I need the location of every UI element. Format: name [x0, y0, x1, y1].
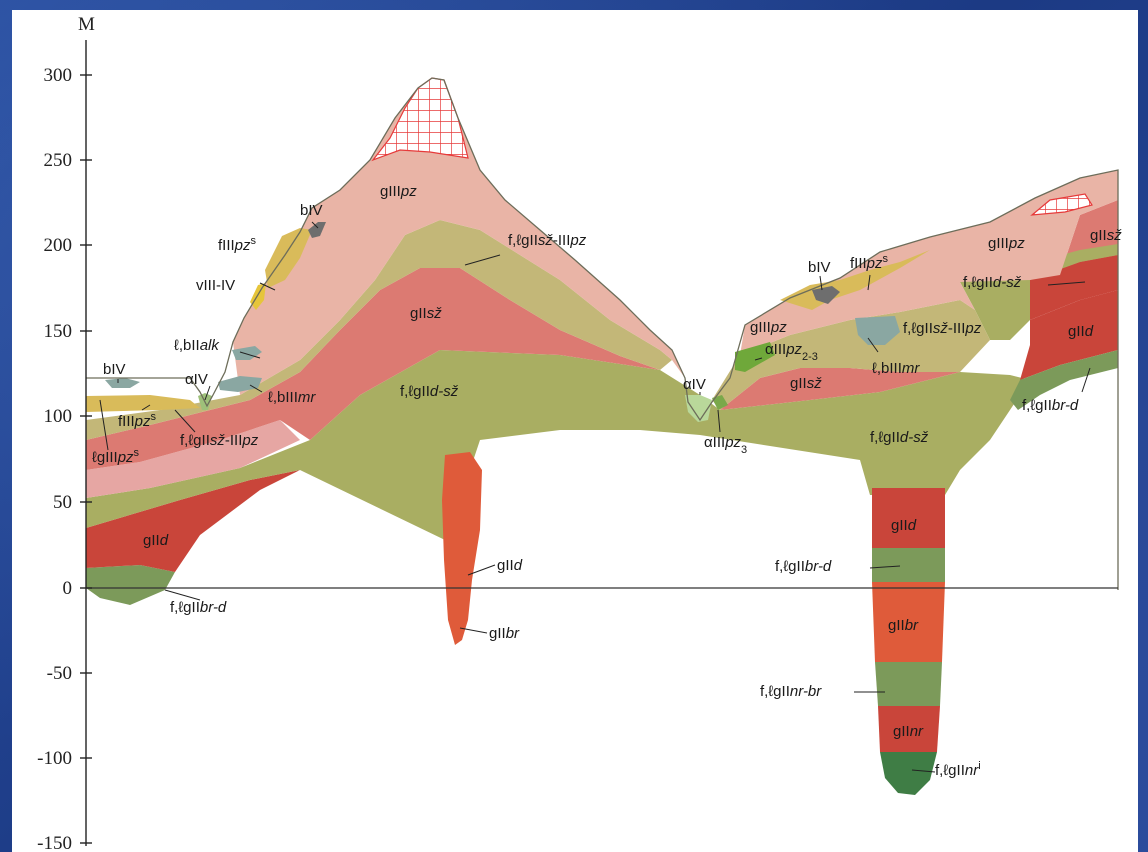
axis-tick: -100	[37, 748, 72, 769]
label-gIId-deep: gIId	[891, 517, 917, 534]
axis-tick: 300	[44, 65, 73, 86]
label-gIIsz-center: gIIsž	[410, 305, 442, 322]
axis-unit: M	[78, 14, 95, 35]
axis-tick: -50	[47, 663, 72, 684]
label-gIId-left: gIId	[143, 532, 169, 549]
label-flgIId-sz-center: f,ℓgIId-sž	[400, 383, 459, 400]
layer-fill-group	[0, 0, 1118, 795]
label-gIIbr-deep: gIIbr	[888, 617, 919, 634]
label-vIII-IV: vIII-IV	[196, 277, 235, 294]
label-flgIInr-i: f,ℓgIInri	[935, 760, 981, 779]
label-gIIIpz-right: gIIIpz	[988, 235, 1025, 252]
label-flgIIbr-d-right: f,ℓgIIbr-d	[1022, 397, 1079, 414]
label-gIIIpz-right-left: gIIIpz	[750, 319, 787, 336]
axis-tick: 0	[63, 578, 73, 599]
label-aIV-center: αIV	[683, 376, 706, 393]
layer-flgIIbr-d-left	[86, 565, 175, 605]
label-gIId-valley: gIId	[497, 557, 523, 574]
label-flgIIbr-d-deep: f,ℓgIIbr-d	[775, 558, 832, 575]
layer-ice-top	[373, 78, 468, 160]
label-bIV-left: bIV	[103, 361, 126, 378]
label-flgIIbr-d-left: f,ℓgIIbr-d	[170, 599, 227, 616]
layer-deep-flgIIbr-d	[872, 548, 945, 582]
label-lbIIalk: ℓ,bIIalk	[174, 337, 220, 354]
label-gIInr: gIInr	[893, 723, 924, 740]
layer-bIV-left	[105, 378, 140, 388]
label-lbIIImr-left: ℓ,bIIImr	[268, 389, 316, 406]
label-bIV-right: bIV	[808, 259, 831, 276]
label-gIId-right: gIId	[1068, 323, 1094, 340]
label-flgIId-sz-right-low: f,ℓgIId-sž	[870, 429, 929, 446]
axis-tick: 200	[44, 235, 73, 256]
axis-tick: 150	[44, 321, 73, 342]
label-aIV-left: αIV	[185, 371, 208, 388]
label-gIIIpz-top: gIIIpz	[380, 183, 417, 200]
label-bIV-top: bIV	[300, 202, 323, 219]
label-lgIIIpz-s: ℓgIIIpzs	[92, 447, 140, 466]
label-flgIIsz-IIIpz-left: f,ℓgIIsž-IIIpz	[180, 432, 259, 449]
layer-valley-channel-left	[442, 452, 482, 645]
label-flgIId-sz-right: f,ℓgIId-sž	[963, 274, 1022, 291]
axis-tick: -150	[37, 833, 72, 852]
label-flgIInr-br: f,ℓgIInr-br	[760, 683, 822, 700]
label-lbIIImr-right: ℓ,bIIImr	[872, 360, 920, 377]
label-flgIIsz-IIIpz-right: f,ℓgIIsž-IIIpz	[903, 320, 982, 337]
label-gIIbr-valley: gIIbr	[489, 625, 520, 642]
label-fIIIpz-s-top: fIIIpzs	[218, 235, 257, 254]
axis-tick: 100	[44, 406, 73, 427]
layer-deep-flgIInr-br	[875, 662, 942, 706]
axis-tick: 50	[53, 492, 72, 513]
label-aIIIpz3: αIIIpz3	[704, 434, 747, 456]
layer-deep-flgIInr-i	[880, 752, 937, 795]
label-gIIsz-right: gIIsž	[790, 375, 822, 392]
label-gIIsz-right-top: gIIsž	[1090, 227, 1122, 244]
label-flgIIsz-IIIpz-top: f,ℓgIIsž-IIIpz	[508, 232, 587, 249]
elevation-axis: M 300 250 200 150 100 50 0 -50 -100 -150	[37, 14, 95, 852]
axis-tick: 250	[44, 150, 73, 171]
